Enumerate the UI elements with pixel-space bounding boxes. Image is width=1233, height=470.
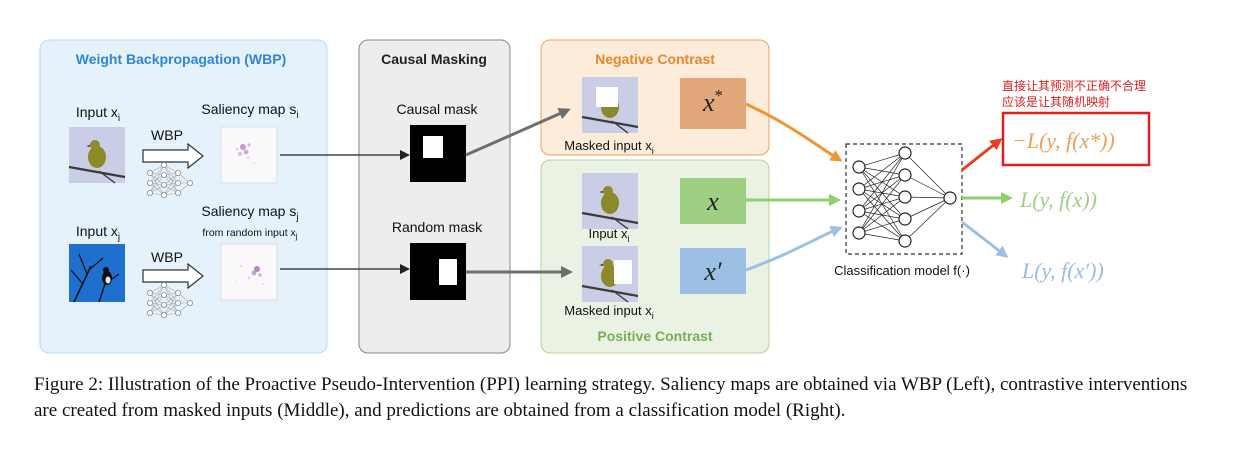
input-image-j [69, 244, 125, 303]
saliency-map-j [220, 243, 278, 301]
wbp-panel [39, 39, 328, 354]
saliency-map-i [220, 126, 278, 184]
arrow-x-star-to-classifier [745, 102, 843, 162]
input-image-positive [580, 171, 640, 231]
x-label: x [706, 187, 719, 216]
positive-input-label: Input xi [588, 226, 629, 244]
annotation-highlight-box [1001, 111, 1151, 167]
wbp-arrow-j [142, 262, 204, 290]
loss-positive: L(y, f(x)) [1019, 187, 1097, 212]
masked-input-positive [580, 244, 640, 304]
x-box [680, 178, 746, 224]
negative-contrast-title: Negative Contrast [595, 51, 715, 67]
positive-contrast-title: Positive Contrast [597, 328, 712, 344]
input-i-label: Input xi [76, 104, 120, 124]
x-star-label: x* [702, 86, 723, 117]
saliency-map-i-label: Saliency map si [201, 101, 298, 121]
causal-masking-title: Causal Masking [381, 51, 487, 67]
random-mask-image [410, 243, 466, 300]
arrow-to-pos-prime-loss [961, 220, 1009, 258]
annotation-line-2: 应该是让其随机映射 [1002, 94, 1110, 109]
input-j-label: Input xj [76, 223, 120, 243]
positive-masked-input-label: Masked input xi [564, 303, 653, 321]
arrow-x-prime-to-classifier [745, 225, 843, 272]
wbp-panel-title: Weight Backpropagation (WBP) [76, 51, 287, 67]
x-prime-label: x′ [703, 257, 722, 286]
causal-masking-panel [358, 39, 511, 354]
classifier-network-icon [852, 146, 957, 248]
loss-negative: −L(y, f(x*)) [1012, 128, 1115, 153]
x-star-box [680, 78, 746, 129]
causal-mask-hole [423, 136, 443, 158]
saliency-map-j-note: from random input xj [202, 227, 297, 241]
input-image-i [67, 125, 127, 185]
wbp-arrow-i [142, 142, 204, 170]
wbp-arrow-label-i: WBP [151, 127, 183, 143]
annotation-line-1: 直接让其预测不正确不合理 [1002, 78, 1146, 93]
arrow-to-neg-loss [961, 138, 1003, 172]
arrow-causal-mask-to-masked-input [465, 108, 571, 157]
negative-masked-input-label: Masked input xi [564, 138, 653, 156]
x-prime-box [680, 248, 746, 294]
loss-positive-prime: L(y, f(x′)) [1021, 258, 1104, 283]
causal-mask-label: Causal mask [397, 101, 479, 117]
masked-input-negative [580, 75, 640, 135]
figure-caption: Figure 2: Illustration of the Proactive … [34, 374, 1188, 421]
classifier-label: Classification model f(·) [834, 263, 970, 278]
random-mask-label: Random mask [392, 219, 483, 235]
saliency-map-j-label: Saliency map sj [201, 203, 298, 223]
wbp-arrow-label-j: WBP [151, 249, 183, 265]
random-mask-hole [439, 259, 457, 285]
